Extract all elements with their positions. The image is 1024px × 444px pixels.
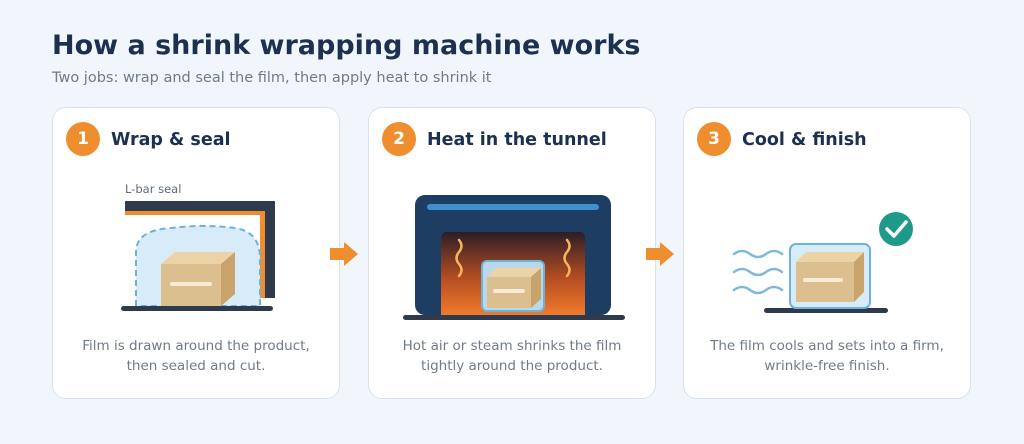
product-box-icon: [161, 252, 235, 306]
step-card-heat-tunnel: 2 Heat in the tunnel Hot air or steam sh…: [368, 107, 656, 399]
conveyor-base: [764, 308, 888, 313]
cool-finish-illustration: [732, 212, 913, 313]
heat-wave-icon: [563, 238, 571, 278]
cooling-air-icon: [732, 249, 784, 295]
step-description: Hot air or steam shrinks the film tightl…: [402, 338, 622, 374]
step-title: Wrap & seal: [111, 130, 231, 150]
product-box-icon: [487, 268, 541, 308]
step-card-wrap-seal: 1 Wrap & seal L-bar seal Film is drawn a…: [52, 107, 340, 399]
page-title: How a shrink wrapping machine works: [52, 30, 641, 61]
page-subtitle: Two jobs: wrap and seal the film, then a…: [52, 70, 492, 86]
conveyor-base: [121, 306, 273, 311]
l-bar-seal-frame: [125, 201, 275, 298]
step-number-badge: 1: [66, 122, 100, 156]
step-description: Film is drawn around the product, then s…: [82, 338, 310, 374]
step-card-cool-finish: 3 Cool & finish The film cools and sets …: [683, 107, 971, 399]
tunnel-top-light: [427, 204, 599, 210]
step-title: Cool & finish: [742, 130, 867, 150]
step-number-badge: 3: [697, 122, 731, 156]
arrow-right-icon: [330, 242, 358, 266]
step-number-badge: 2: [382, 122, 416, 156]
product-box-icon: [796, 252, 864, 302]
conveyor-base: [403, 315, 625, 320]
step-description: The film cools and sets into a firm, wri…: [710, 338, 944, 374]
l-bar-seal-label: L-bar seal: [125, 182, 181, 196]
check-icon: [879, 212, 913, 246]
arrow-right-icon: [646, 242, 674, 266]
step-title: Heat in the tunnel: [427, 130, 607, 150]
wrap-seal-illustration: L-bar seal: [121, 182, 275, 311]
heat-wave-icon: [455, 238, 463, 278]
heat-tunnel-illustration: [403, 195, 625, 320]
